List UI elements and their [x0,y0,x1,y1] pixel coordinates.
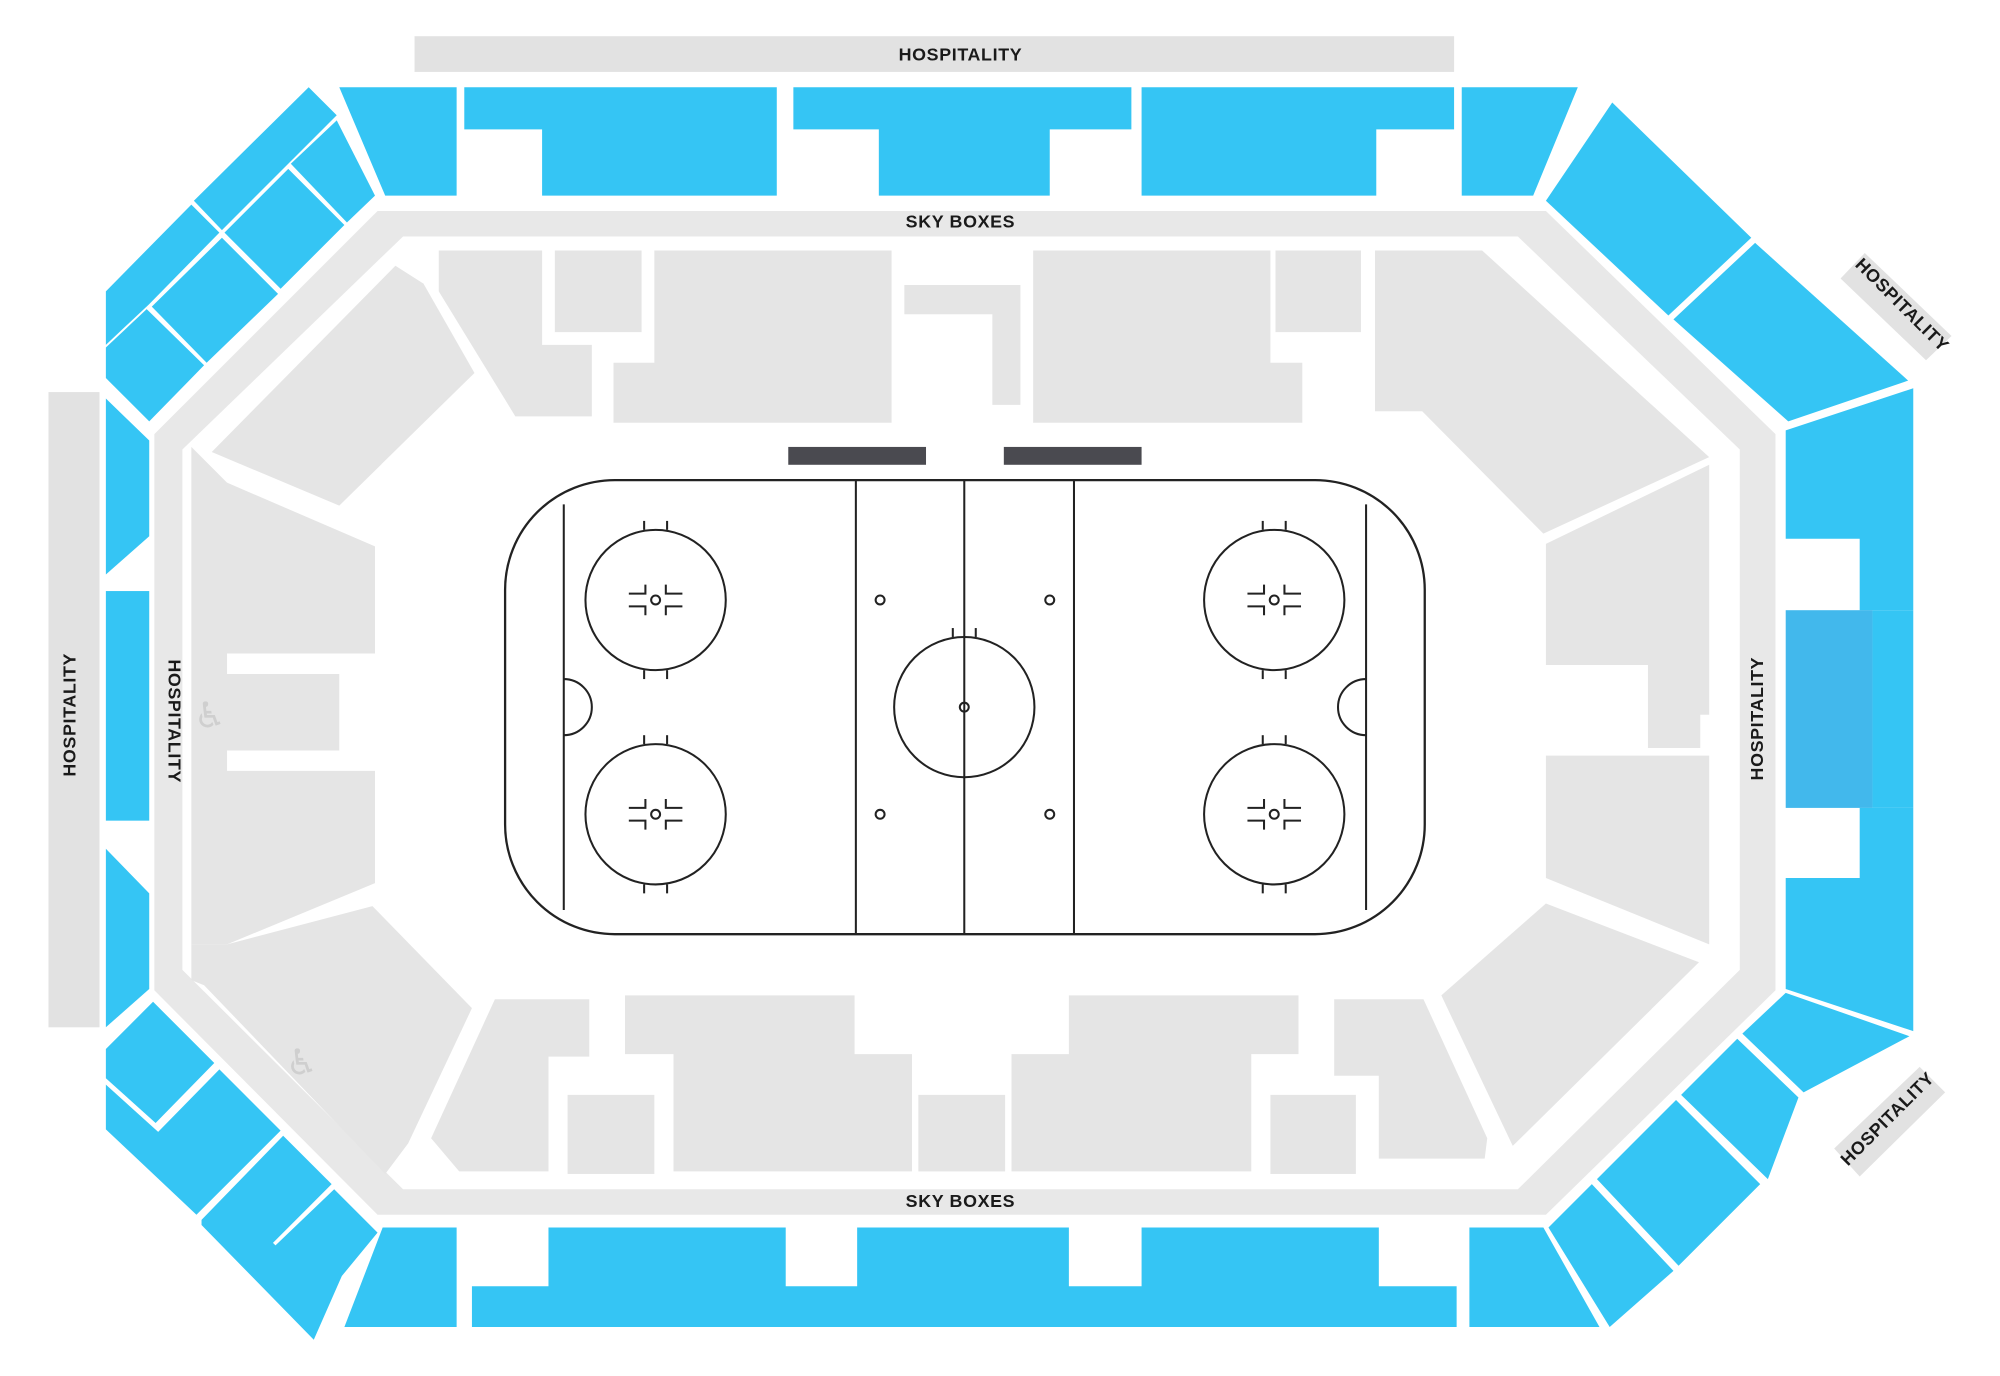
lower-right-3[interactable] [1441,903,1699,1146]
section-top-left-corner-6[interactable] [105,309,205,422]
section-bottom-right-corner-2[interactable] [1596,1099,1761,1266]
top-hospitality-label: HOSPITALITY [899,44,1023,64]
section-bottom-1[interactable] [344,1227,457,1328]
bottom-seating [344,1227,1600,1328]
hockey-rink [503,478,1426,936]
bottom-right-hospitality-label: HOSPITALITY [1837,1068,1939,1170]
faceoff-circle-top-right [1203,520,1346,680]
lower-bottom-3[interactable] [625,995,912,1172]
lower-top-6[interactable] [1275,250,1361,333]
lower-top-1[interactable] [438,250,592,417]
section-top-right-corner-2[interactable] [1673,242,1909,422]
section-top-left-corner-4[interactable] [105,204,220,345]
faceoff-circle-bottom-right [1203,735,1346,894]
lower-left-1[interactable] [211,265,475,506]
top-hospitality-area: HOSPITALITY [414,36,1455,72]
lower-bowl [191,250,1710,1174]
section-right-upper[interactable] [1785,388,1914,611]
lower-bottom-2[interactable] [567,1094,655,1174]
section-bottom-left-corner-3[interactable] [201,1135,378,1340]
lower-top-4[interactable] [904,284,1021,405]
section-bottom-right-corner-1[interactable] [1548,1184,1674,1328]
bottom-right-corner-seating [1548,992,1910,1328]
top-seating [339,87,1578,196]
top-left-corner-seating [105,87,375,422]
section-left-3[interactable] [105,848,150,1028]
lower-top-7[interactable] [1375,250,1710,534]
top-right-corner-seating [1545,102,1909,422]
section-bottom-left-corner-1[interactable] [105,1001,215,1123]
wheelchair-accessible-icon: ♿ [286,1042,318,1083]
faceoff-circle-bottom-left [584,735,727,894]
away-bench [1003,446,1142,465]
section-top-left-corner-2[interactable] [290,120,375,223]
lower-bottom-7[interactable] [1334,999,1488,1159]
right-inner-hospitality-label: HOSPITALITY [1747,657,1767,781]
top-right-hospitality-label: HOSPITALITY [1851,254,1953,356]
lower-top-5[interactable] [1033,250,1303,423]
section-bottom-left-corner-2[interactable] [105,1069,281,1215]
wheelchair-accessible-icon: ♿ [194,696,226,737]
lower-top-2[interactable] [554,250,642,333]
section-right-middle-selected[interactable] [1785,610,1873,808]
bottom-right-hospitality: HOSPITALITY [1834,1066,1946,1177]
section-right-lower[interactable] [1785,807,1914,1032]
lower-bottom-1[interactable] [431,999,590,1172]
section-bottom-2[interactable] [471,1227,1457,1328]
left-seating [105,398,150,1028]
section-top-2[interactable] [464,87,777,196]
section-top-3[interactable] [793,87,1132,196]
section-top-1[interactable] [339,87,457,196]
section-top-4[interactable] [1141,87,1455,196]
lower-top-3[interactable] [613,250,892,423]
lower-left-3[interactable] [191,906,472,1174]
section-top-5[interactable] [1461,87,1578,196]
left-outer-hospitality: HOSPITALITY [48,392,100,1028]
section-left-2[interactable] [105,591,150,821]
sky-boxes-bottom-label: SKY BOXES [906,1191,1016,1211]
section-left-1[interactable] [105,398,150,575]
lower-left-2[interactable] [191,446,375,945]
sky-boxes-top-label: SKY BOXES [906,212,1016,232]
right-seating [1785,388,1914,1032]
lower-bottom-5[interactable] [1011,995,1299,1172]
lower-bottom-4[interactable] [918,1094,1006,1172]
section-top-left-corner-3[interactable] [224,168,345,289]
section-top-right-corner-1[interactable] [1545,102,1752,316]
lower-bottom-6[interactable] [1270,1094,1356,1174]
left-outer-hospitality-label: HOSPITALITY [59,653,79,777]
home-bench [788,446,927,465]
section-bottom-3[interactable] [1469,1227,1600,1328]
section-top-left-corner-1[interactable] [193,87,337,231]
bottom-left-corner-seating [105,1001,378,1340]
left-inner-hospitality-label: HOSPITALITY [164,659,184,783]
lower-right-1[interactable] [1545,464,1710,748]
section-bottom-right-corner-4[interactable] [1742,992,1910,1093]
lower-right-2[interactable] [1545,755,1710,945]
section-right-middle-edge[interactable] [1872,610,1914,808]
section-bottom-right-corner-3[interactable] [1681,1038,1799,1180]
section-top-left-corner-5[interactable] [151,237,279,363]
faceoff-circle-top-left [584,520,727,680]
